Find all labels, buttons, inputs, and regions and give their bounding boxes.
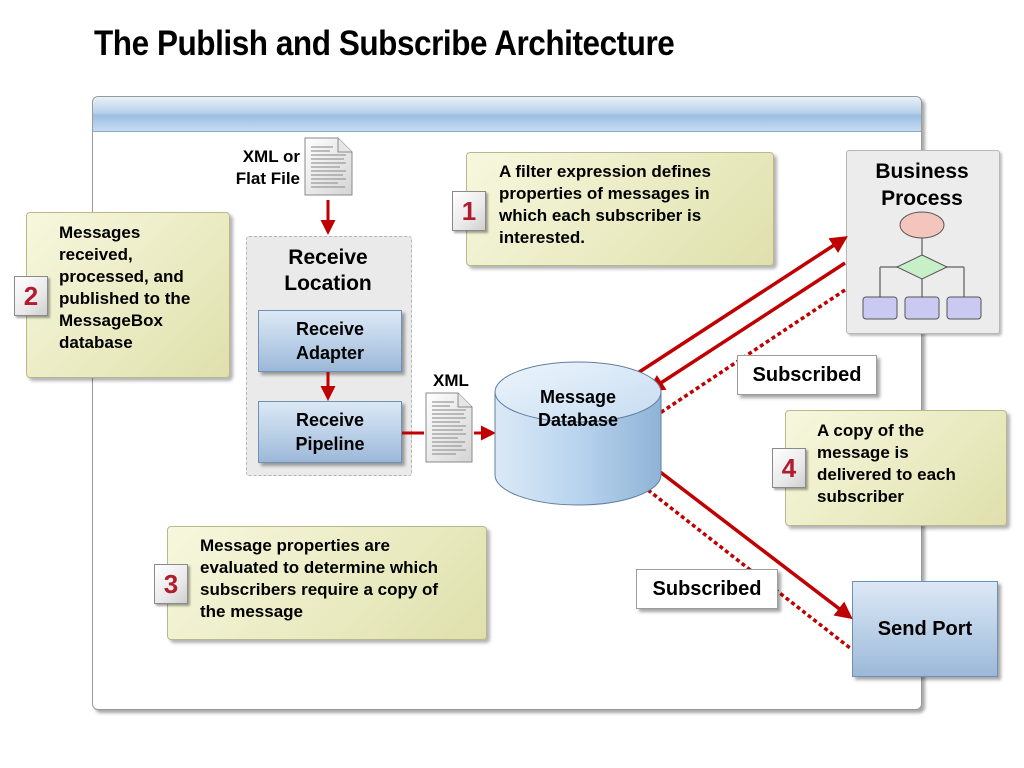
flow-task-node <box>946 296 982 320</box>
xml-flat-file-document-icon <box>304 137 353 196</box>
flow-task-node <box>862 296 898 320</box>
flow-task-node <box>904 296 940 320</box>
business-process-subscription-dotted <box>659 288 846 415</box>
page-title: The Publish and Subscribe Architecture <box>94 24 675 63</box>
receive-location-title: Receive Location <box>284 246 372 295</box>
message-database-label: Message Database <box>537 387 619 430</box>
business-process-to-database-arrow <box>647 261 846 392</box>
database-to-send-port-arrow <box>653 466 853 620</box>
subscribed-label-send-port: Subscribed <box>636 569 778 609</box>
step-3-number: 3 <box>154 564 188 604</box>
step-3-note: Message properties are evaluated to dete… <box>167 526 487 640</box>
step-1-note: A filter expression defines properties o… <box>466 152 774 266</box>
step-1-number: 1 <box>452 191 486 231</box>
flow-decision-node <box>895 254 949 280</box>
database-to-business-process-arrow <box>629 236 848 380</box>
subscribed-label-business-process: Subscribed <box>737 355 877 395</box>
step-2-number: 2 <box>14 276 48 316</box>
xml-document-icon <box>425 392 473 463</box>
frame-title-bar <box>93 97 921 132</box>
send-port-box[interactable]: Send Port <box>852 581 998 677</box>
step-4-note: A copy of the message is delivered to ea… <box>785 410 1007 526</box>
message-database-cylinder[interactable] <box>494 361 662 506</box>
step-4-number: 4 <box>772 448 806 488</box>
xml-label: XML <box>433 371 469 390</box>
flow-start-node <box>899 211 945 239</box>
xml-or-flat-file-label: XML or Flat File <box>235 147 300 188</box>
step-2-note: Messages received, processed, and publis… <box>26 212 230 378</box>
business-process-flowchart <box>862 211 982 320</box>
business-process-title: Business Process <box>875 160 969 210</box>
